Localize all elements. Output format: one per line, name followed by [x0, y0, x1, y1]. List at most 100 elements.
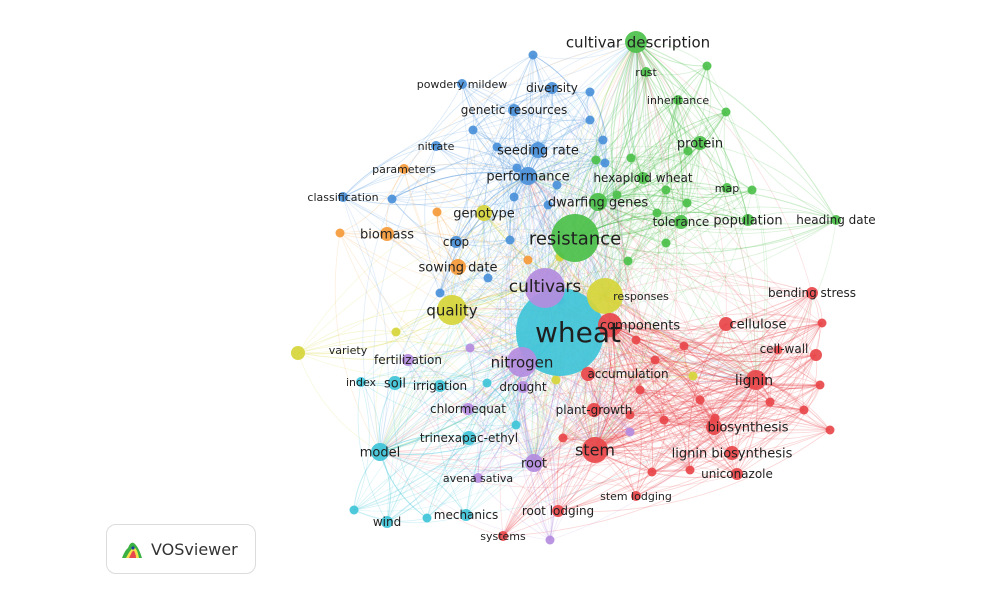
keyword-node[interactable] — [482, 378, 492, 388]
keyword-node[interactable] — [600, 158, 610, 168]
node-wheat[interactable] — [516, 288, 604, 376]
node-irrigation[interactable] — [434, 380, 446, 392]
keyword-node[interactable] — [659, 415, 669, 425]
node-map[interactable] — [722, 183, 732, 193]
keyword-node[interactable] — [387, 194, 397, 204]
node-nitrate[interactable] — [431, 141, 441, 151]
keyword-node[interactable] — [558, 433, 568, 443]
keyword-node[interactable] — [679, 341, 689, 351]
node-wind[interactable] — [381, 516, 393, 528]
keyword-node[interactable] — [523, 255, 533, 265]
keyword-node[interactable] — [685, 465, 695, 475]
node-hexaploid-wheat[interactable] — [637, 172, 649, 184]
node-stem[interactable] — [582, 437, 608, 463]
keyword-node[interactable] — [391, 327, 401, 337]
keyword-node[interactable] — [612, 190, 622, 200]
node-trinexapac-ethyl[interactable] — [462, 431, 476, 445]
node-genetic-resources[interactable] — [508, 104, 520, 116]
keyword-node[interactable] — [552, 180, 562, 190]
keyword-node[interactable] — [435, 288, 445, 298]
node-plant-growth[interactable] — [587, 403, 601, 417]
node-cellulose[interactable] — [719, 317, 733, 331]
keyword-node[interactable] — [349, 505, 359, 515]
keyword-node[interactable] — [747, 185, 757, 195]
node-root-lodging[interactable] — [552, 505, 564, 517]
node-bending-stress[interactable] — [806, 287, 818, 299]
keyword-node[interactable] — [765, 397, 775, 407]
node-quality[interactable] — [437, 295, 467, 325]
node-crop[interactable] — [450, 236, 462, 248]
keyword-node[interactable] — [631, 335, 641, 345]
keyword-node[interactable] — [817, 318, 827, 328]
node-heading-date[interactable] — [831, 215, 841, 225]
keyword-node[interactable] — [647, 467, 657, 477]
node-lignin[interactable] — [746, 370, 766, 390]
node-inheritance[interactable] — [673, 95, 683, 105]
node-variety[interactable] — [291, 346, 305, 360]
node-soil[interactable] — [388, 376, 402, 390]
node-cultivar-description[interactable] — [625, 31, 647, 53]
keyword-node[interactable] — [591, 155, 601, 165]
node-stem-lodging[interactable] — [631, 491, 641, 501]
node-index[interactable] — [356, 377, 366, 387]
keyword-node[interactable] — [815, 380, 825, 390]
keyword-node[interactable] — [432, 207, 442, 217]
keyword-node[interactable] — [825, 425, 835, 435]
keyword-node[interactable] — [635, 385, 645, 395]
keyword-node[interactable] — [551, 375, 561, 385]
node-performance[interactable] — [519, 167, 537, 185]
node-systems[interactable] — [498, 531, 508, 541]
keyword-node[interactable] — [543, 200, 553, 210]
node-drought[interactable] — [517, 381, 529, 393]
keyword-node[interactable] — [505, 235, 515, 245]
keyword-node[interactable] — [702, 61, 712, 71]
node-biomass[interactable] — [380, 227, 394, 241]
keyword-node[interactable] — [688, 371, 698, 381]
keyword-node[interactable] — [585, 87, 595, 97]
keyword-node[interactable] — [683, 146, 693, 156]
node-seeding-rate[interactable] — [530, 142, 546, 158]
keyword-node[interactable] — [465, 343, 475, 353]
node-protein[interactable] — [693, 136, 707, 150]
node-cell-wall[interactable] — [810, 349, 822, 361]
node-biosynthesis[interactable] — [706, 419, 722, 435]
keyword-node[interactable] — [492, 142, 502, 152]
node-nitrogen[interactable] — [507, 347, 537, 377]
node-powdery-mildew[interactable] — [457, 79, 467, 89]
keyword-node[interactable] — [335, 228, 345, 238]
node-parameters[interactable] — [399, 164, 409, 174]
node-chlormequat[interactable] — [462, 403, 474, 415]
keyword-node[interactable] — [509, 192, 519, 202]
node-population[interactable] — [742, 214, 754, 226]
keyword-node[interactable] — [625, 410, 635, 420]
node-classification[interactable] — [338, 192, 348, 202]
keyword-node[interactable] — [528, 50, 538, 60]
node-cultivars[interactable] — [525, 268, 565, 308]
node-uniconazole[interactable] — [731, 468, 743, 480]
node-root[interactable] — [525, 454, 543, 472]
node-responses[interactable] — [587, 278, 623, 314]
node-rust[interactable] — [641, 67, 651, 77]
node-fertilization[interactable] — [402, 354, 414, 366]
node-tolerance[interactable] — [674, 215, 688, 229]
keyword-node[interactable] — [598, 135, 608, 145]
keyword-node[interactable] — [511, 420, 521, 430]
keyword-node[interactable] — [661, 185, 671, 195]
keyword-node[interactable] — [545, 535, 555, 545]
node-accumulation[interactable] — [581, 367, 595, 381]
keyword-node[interactable] — [483, 273, 493, 283]
keyword-node[interactable] — [650, 355, 660, 365]
node-lignin-biosynthesis[interactable] — [725, 446, 739, 460]
node-sowing-date[interactable] — [450, 259, 466, 275]
keyword-node[interactable] — [695, 395, 705, 405]
keyword-node[interactable] — [721, 107, 731, 117]
node-avena-sativa[interactable] — [473, 473, 483, 483]
keyword-node[interactable] — [773, 345, 783, 355]
node-components[interactable] — [598, 313, 622, 337]
keyword-node[interactable] — [422, 513, 432, 523]
node-resistance[interactable] — [551, 214, 599, 262]
keyword-node[interactable] — [626, 153, 636, 163]
node-model[interactable] — [371, 443, 389, 461]
keyword-node[interactable] — [661, 238, 671, 248]
node-mechanics[interactable] — [460, 509, 472, 521]
